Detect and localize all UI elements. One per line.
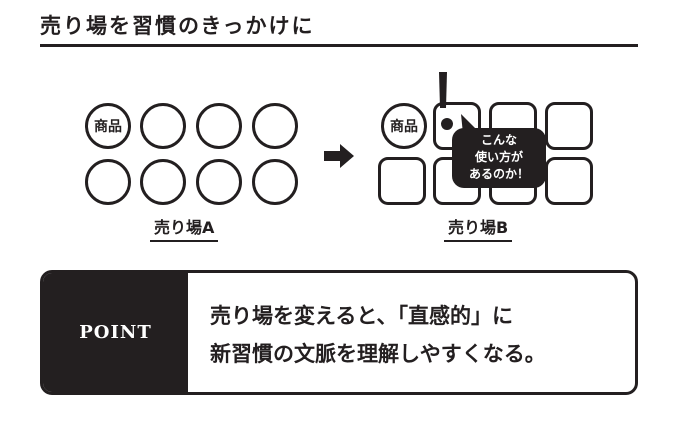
empty-square [378,157,426,205]
point-line: 売り場を変えると、「直感的」に [210,304,514,328]
speech-bubble: こんな 使い方が あるのか！ [452,128,546,188]
product-circle: 商品 [381,103,427,149]
caption-store-b: 売り場B [444,214,513,242]
point-line: 新習慣の文脈を理解しやすくなる。 [210,342,546,366]
title-underline [40,44,638,47]
empty-square [545,102,593,150]
empty-circle [252,103,298,149]
caption-store-a: 売り場A [150,214,219,242]
point-box: POINT 売り場を変えると、「直感的」に 新習慣の文脈を理解しやすくなる。 [40,270,638,395]
empty-circle [140,103,186,149]
page-title: 売り場を習慣のきっかけに [40,14,315,38]
bubble-line: あるのか！ [468,167,529,181]
point-text: 売り場を変えると、「直感的」に 新習慣の文脈を理解しやすくなる。 [188,273,635,392]
empty-circle [85,159,131,205]
empty-circle [252,159,298,205]
point-label: POINT [43,273,188,392]
exclamation-icon [439,72,453,130]
empty-circle [196,103,242,149]
empty-square [545,157,593,205]
product-circle: 商品 [85,103,131,149]
bubble-line: こんな [480,133,517,147]
arrow-right-icon [324,144,354,168]
empty-circle [140,159,186,205]
bubble-line: 使い方が [474,150,523,164]
empty-circle [196,159,242,205]
